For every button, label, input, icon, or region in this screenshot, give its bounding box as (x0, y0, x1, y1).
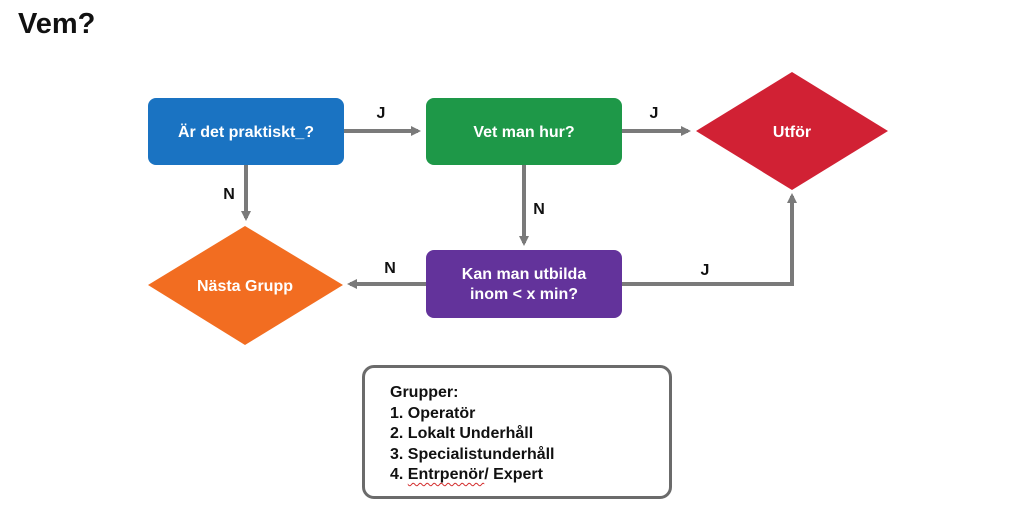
connectors (241, 126, 797, 289)
legend-item-4-prefix: 4. (390, 466, 408, 483)
legend-item-2: 2. Lokalt Underhåll (390, 425, 534, 442)
edge-label-practical-to-know-how: J (377, 105, 386, 122)
node-train-box (426, 250, 622, 318)
edge-label-train-to-execute: J (701, 262, 710, 279)
node-know-how-label: Vet man hur? (473, 124, 574, 141)
node-know-how-box (426, 98, 622, 165)
node-practical-box (148, 98, 344, 165)
edge-label-know-how-to-execute: J (650, 105, 659, 122)
node-next-group: Nästa Grupp (148, 226, 343, 345)
edge-label-train-to-next-group: N (384, 260, 396, 277)
edge-label-practical-to-next-group: N (223, 186, 235, 203)
slide-title: Vem? (18, 8, 96, 40)
legend-item-1: 1. Operatör (390, 404, 476, 422)
legend-item-3: 3. Specialistunderhåll (390, 445, 555, 463)
node-next-group-label: Nästa Grupp (197, 278, 293, 295)
legend-item-4-word: Entrpenör (407, 466, 485, 483)
node-execute-diamond (696, 72, 888, 190)
connector-train-to-execute (622, 193, 797, 286)
node-practical-label: Är det praktiskt_? (178, 123, 314, 141)
node-execute: Utför (696, 72, 888, 190)
node-train: Kan man utbilda inom < x min? (426, 250, 622, 318)
node-train-label-line2: inom < x min? (470, 286, 578, 303)
node-train-label-line1: Kan man utbilda (462, 266, 587, 283)
groups-legend: Grupper: 1. Operatör 2. Lokalt Underhåll… (362, 365, 672, 499)
edge-label-know-how-to-train: N (533, 201, 545, 218)
node-practical: Är det praktiskt_? (148, 98, 344, 165)
node-next-group-diamond (148, 226, 343, 345)
node-execute-label: Utför (773, 124, 811, 141)
legend-item-4: 4. Entrpenör/ Expert (390, 465, 669, 486)
node-know-how: Vet man hur? (426, 98, 622, 165)
legend-heading: Grupper: (390, 384, 459, 401)
legend-item-4-rest: / Expert (484, 466, 543, 483)
